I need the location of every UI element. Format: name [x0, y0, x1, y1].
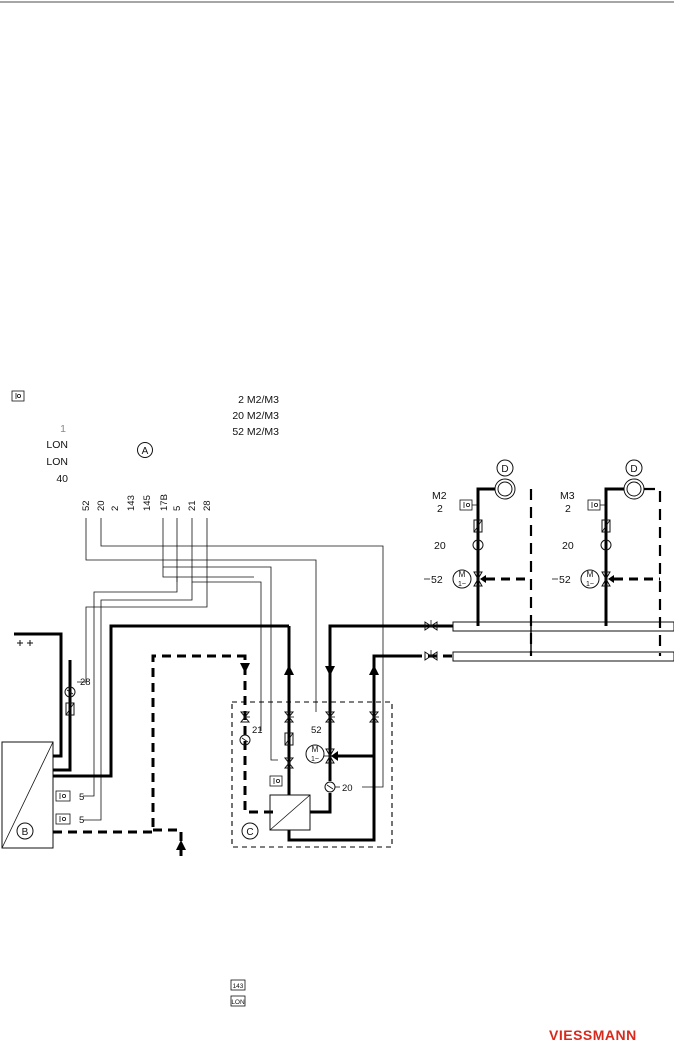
distribution-header [413, 620, 674, 662]
terminal-145: 145 [142, 495, 153, 511]
svg-text:5: 5 [79, 792, 84, 803]
svg-text:2: 2 [437, 503, 443, 515]
terminal-5: 5 [172, 506, 183, 511]
return-arrow-icon [176, 840, 186, 850]
legend-left-2: LON [46, 439, 68, 451]
terminal-28: 28 [202, 500, 213, 511]
circuit-m3: M3 2 D 20 M 1~ 52 [552, 459, 662, 656]
flow-arrow-down-icon [240, 663, 250, 673]
lon-icon [230, 995, 246, 1007]
svg-text:20: 20 [434, 540, 446, 552]
svg-text:M: M [459, 570, 466, 579]
valves-unit-c [239, 711, 380, 769]
svg-text:M3: M3 [560, 490, 575, 502]
terminal-17b: 17B [159, 494, 170, 511]
svg-text:52: 52 [311, 725, 322, 736]
svg-text:1~: 1~ [311, 756, 319, 763]
sensor-5b: 5 [55, 813, 84, 826]
sensor-5a: 5 [55, 790, 84, 803]
legend-right-1: 2 M2/M3 [238, 394, 279, 406]
mixer-52: 52 M 1~ [305, 725, 335, 764]
terminal-2: 2 [110, 506, 121, 511]
svg-text:A: A [142, 446, 149, 457]
terminal-143: 143 [126, 495, 137, 511]
svg-text:52: 52 [559, 574, 571, 586]
svg-text:LON: LON [231, 999, 245, 1006]
signal-wiring [77, 518, 384, 821]
terminal-21: 21 [187, 500, 198, 511]
svg-text:21: 21 [252, 725, 263, 736]
bottom-legend: 143 LON [230, 979, 246, 1007]
svg-text:5: 5 [79, 815, 84, 826]
legend-left-4: 40 [56, 473, 68, 485]
brand-logo: VIESSMANN [549, 1027, 637, 1043]
pump-28: 28 [64, 677, 91, 716]
svg-text:M2: M2 [432, 490, 447, 502]
flow-arrow-up-icon [284, 665, 294, 675]
svg-text:M: M [312, 745, 319, 754]
boiler: B [1, 741, 54, 849]
terminal-143-icon [230, 979, 246, 991]
heat-exchanger [269, 794, 311, 831]
svg-text:20: 20 [562, 540, 574, 552]
svg-text:1~: 1~ [586, 581, 594, 588]
label-circle-d2: D [630, 464, 637, 475]
circuit-m2: M2 2 D 20 M 1~ 52 [424, 459, 533, 656]
terminal-20: 20 [96, 500, 107, 511]
legend-left-1: 1 [60, 423, 66, 435]
terminal-52: 52 [81, 500, 92, 511]
legend-left-3: LON [46, 456, 68, 468]
legend-right-2: 20 M2/M3 [232, 410, 279, 422]
svg-text:1~: 1~ [458, 581, 466, 588]
svg-text:C: C [246, 827, 253, 838]
label-circle-b: B [22, 827, 29, 838]
legend-right-3: 52 M2/M3 [232, 426, 279, 438]
svg-text:143: 143 [233, 983, 244, 990]
flow-arrow-down-icon-2 [325, 666, 335, 676]
label-28: 28 [80, 677, 91, 688]
unit-c-pipes [240, 624, 413, 842]
svg-text:2: 2 [565, 503, 571, 515]
label-circle-c: C [241, 822, 259, 840]
svg-text:20: 20 [342, 783, 353, 794]
sensor-icon [11, 390, 25, 402]
pump-21: 21 [239, 725, 263, 746]
label-circle-a: A [137, 442, 153, 458]
label-circle-d1: D [501, 464, 508, 475]
pump-20: 20 [324, 781, 353, 794]
terminal-labels: 52 20 2 143 145 17B 5 21 28 [81, 494, 213, 511]
sensor-143 [269, 775, 283, 787]
svg-text:52: 52 [431, 574, 443, 586]
svg-text:M: M [587, 570, 594, 579]
flow-arrow-up-icon-2 [369, 665, 379, 675]
